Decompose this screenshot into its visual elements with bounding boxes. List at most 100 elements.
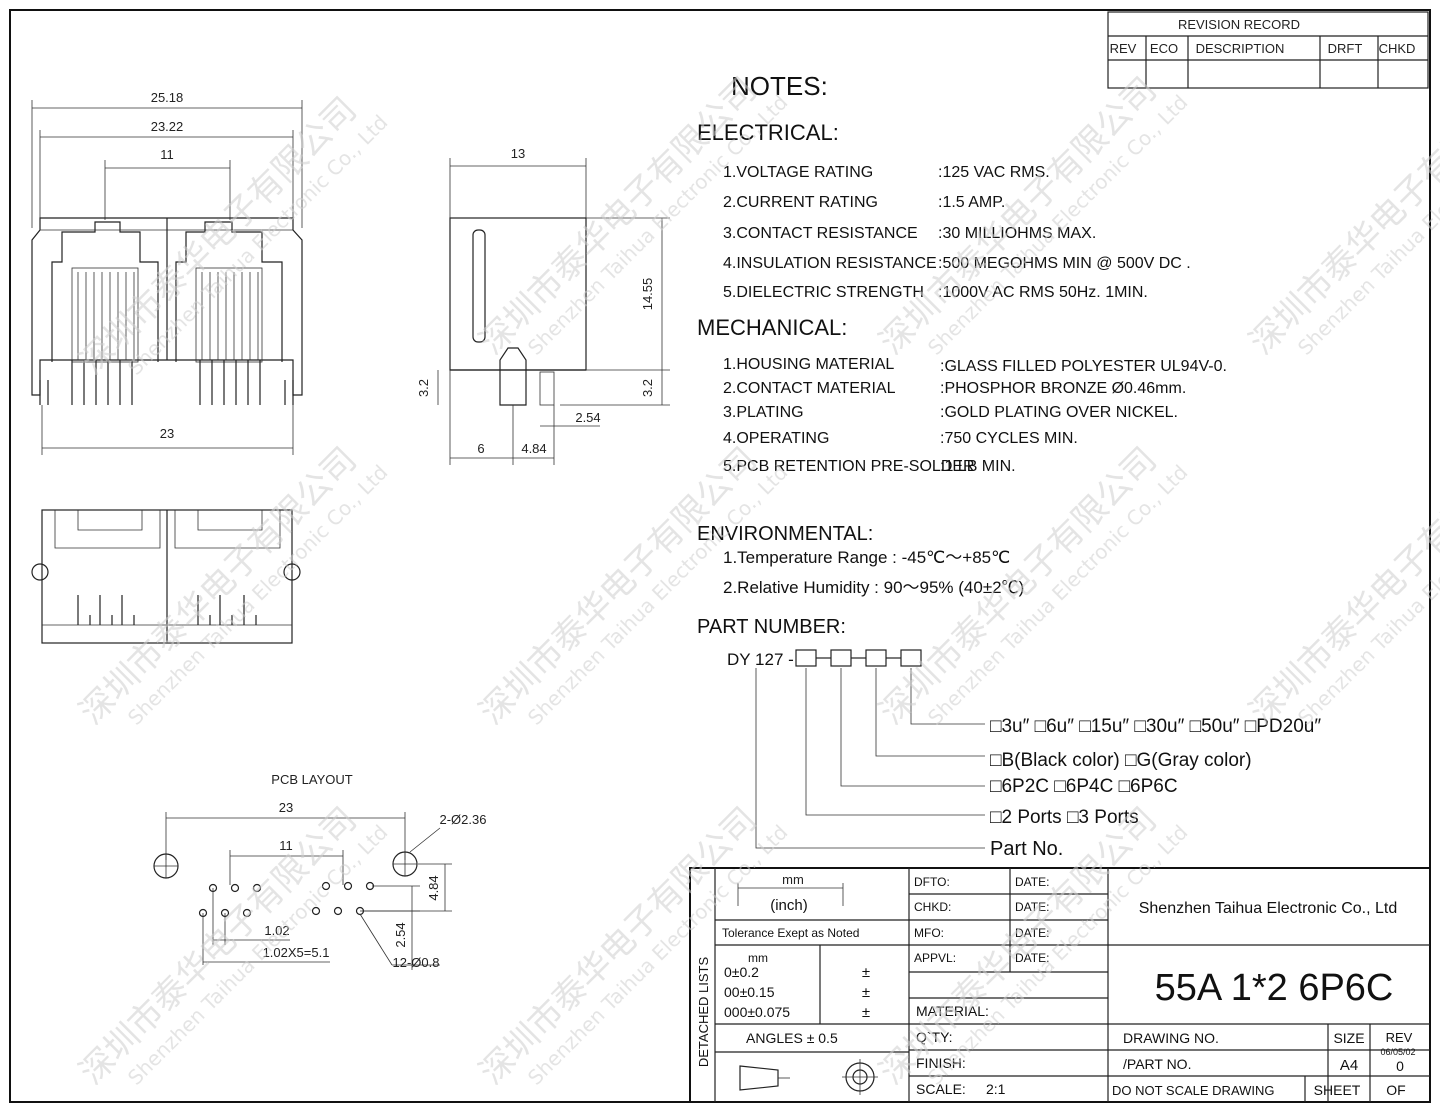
mechanical-label-4: 4.OPERATING [723, 430, 829, 447]
pcb-dim-1-02: 1.02 [264, 923, 289, 938]
watermark-en-11: Shenzhen Taihua Electronic Co., Ltd [923, 820, 1192, 1089]
rev-date: 06/05/02 [1380, 1047, 1415, 1057]
electrical-value-1: :125 VAC RMS. [938, 164, 1050, 181]
tolerance-row-1: 0±0.2 [724, 964, 759, 980]
mechanical-label-3: 3.PLATING [723, 404, 804, 421]
rev-header: REV [1110, 41, 1137, 56]
pcb-dim-4-84: 4.84 [426, 875, 441, 900]
watermark-cn-5: 深圳市泰华电子有限公司 [72, 440, 365, 733]
size-value: A4 [1340, 1057, 1358, 1074]
pcb-dim-11: 11 [279, 838, 293, 853]
drawing-no-label: DRAWING NO. [1123, 1030, 1219, 1046]
electrical-value-4: :500 MEGOHMS MIN @ 500V DC . [938, 255, 1191, 272]
dim-23-22: 23.22 [151, 119, 184, 134]
eco-header: ECO [1150, 41, 1178, 56]
front-view: 25.18 23.22 11 [31, 90, 303, 455]
revision-title: REVISION RECORD [1178, 17, 1300, 32]
dim-13: 13 [511, 146, 525, 161]
dim-6: 6 [477, 441, 484, 456]
unit-inch: (inch) [770, 897, 808, 914]
dim-23: 23 [160, 426, 174, 441]
mechanical-label-5: 5.PCB RETENTION PRE-SOLDER [723, 458, 975, 475]
pcb-dim-23: 23 [279, 800, 293, 815]
mechanical-value-2: :PHOSPHOR BRONZE Ø0.46mm. [940, 380, 1186, 397]
rev-label: REV [1386, 1030, 1413, 1045]
dim-3-2-left: 3.2 [416, 379, 431, 397]
electrical-value-2: :1.5 AMP. [938, 194, 1005, 211]
date-1: DATE: [1015, 875, 1049, 889]
field-dfto: DFTO: [914, 875, 950, 889]
code-box-1 [795, 649, 817, 667]
unit-mm: mm [782, 872, 804, 887]
mechanical-label-1: 1.HOUSING MATERIAL [723, 356, 894, 373]
finish-label: FINISH: [916, 1055, 966, 1071]
rev-value: 0 [1396, 1058, 1404, 1074]
pcb-dim-2-54: 2.54 [393, 922, 408, 947]
mechanical-value-3: :GOLD PLATING OVER NICKEL. [940, 404, 1178, 421]
bottom-view [31, 509, 301, 644]
product-name: 55A 1*2 6P6C [1155, 967, 1394, 1009]
part-no-label: Part No. [990, 838, 1063, 860]
part-no-field: /PART NO. [1123, 1056, 1191, 1072]
chkd-header: CHKD [1379, 41, 1416, 56]
color-options: □B(Black color) □G(Gray color) [990, 750, 1252, 771]
electrical-label-4: 4.INSULATION RESISTANCE [723, 255, 937, 272]
watermark-cn-6: 深圳市泰华电子有限公司 [472, 440, 765, 733]
port-options: □2 Ports □3 Ports [990, 807, 1139, 828]
projection-cone-icon [739, 1065, 779, 1091]
mechanical-heading: MECHANICAL: [697, 315, 847, 340]
electrical-heading: ELECTRICAL: [697, 120, 839, 145]
pcb-layout-title: PCB LAYOUT [271, 772, 352, 787]
tolerance-row-2: 00±0.15 [724, 984, 775, 1000]
description-header: DESCRIPTION [1196, 41, 1285, 56]
electrical-label-1: 1.VOLTAGE RATING [723, 164, 873, 181]
material-label: MATERIAL: [916, 1003, 989, 1019]
electrical-value-3: :30 MILLIOHMS MAX. [938, 225, 1096, 242]
qty-label: Q`TY: [916, 1029, 953, 1045]
date-4: DATE: [1015, 951, 1049, 965]
contact-options: □6P2C □6P4C □6P6C [990, 776, 1178, 797]
pcb-layout: PCB LAYOUT 23 11 2-Ø2.36 4.84 1.02 [153, 772, 487, 970]
code-box-3 [865, 649, 887, 667]
environmental-item-1: 1.Temperature Range : -45℃～+85℃ [723, 548, 1010, 567]
detached-lists-label: DETACHED LISTS [696, 957, 711, 1068]
dim-11: 11 [160, 147, 174, 162]
electrical-value-5: :1000V AC RMS 50Hz. 1MIN. [938, 284, 1148, 301]
pcb-dim-5-1: 1.02X5=5.1 [263, 945, 330, 960]
watermark-cn-10: 深圳市泰华电子有限公司 [472, 800, 765, 1093]
watermark-cn-3: 深圳市泰华电子有限公司 [872, 70, 1165, 363]
watermark-en-5: Shenzhen Taihua Electronic Co., Ltd [123, 460, 392, 729]
sheet-label: SHEET [1314, 1082, 1361, 1098]
code-box-2 [830, 649, 852, 667]
dim-2-54: 2.54 [575, 410, 600, 425]
code-box-4 [900, 649, 922, 667]
company-name: Shenzhen Taihua Electronic Co., Ltd [1139, 900, 1398, 917]
date-3: DATE: [1015, 926, 1049, 940]
mechanical-value-4: :750 CYCLES MIN. [940, 430, 1078, 447]
scale-label: SCALE: [916, 1081, 966, 1097]
tolerance-mm: mm [748, 951, 768, 965]
pcb-dim-2-236: 2-Ø2.36 [440, 812, 487, 827]
revision-record-table: REVISION RECORD REV ECO DESCRIPTION DRFT… [1107, 11, 1429, 89]
tolerance-label: Tolerance Exept as Noted [722, 926, 859, 940]
mechanical-value-5: :1 LB MIN. [940, 458, 1016, 475]
drft-header: DRFT [1328, 41, 1363, 56]
dim-25-18: 25.18 [151, 90, 184, 105]
part-code: DY 127 - [727, 650, 794, 669]
angles-label: ANGLES ± 0.5 [746, 1030, 838, 1046]
of-label: OF [1386, 1082, 1405, 1098]
field-mfo: MFO: [914, 926, 944, 940]
notes-title: NOTES: [731, 71, 828, 101]
dim-4-84: 4.84 [521, 441, 546, 456]
tolerance-pm-3: ± [862, 1004, 870, 1021]
electrical-label-3: 3.CONTACT RESISTANCE [723, 225, 918, 242]
environmental-item-2: 2.Relative Humidity : 90～95% (40±2℃) [723, 578, 1024, 597]
date-2: DATE: [1015, 900, 1049, 914]
dim-14-55: 14.55 [640, 278, 655, 311]
mechanical-value-1: :GLASS FILLED POLYESTER UL94V-0. [940, 358, 1227, 375]
tolerance-row-3: 000±0.075 [724, 1004, 790, 1020]
notes-section: NOTES: ELECTRICAL: 1.VOLTAGE RATING :125… [697, 71, 1227, 638]
watermark-en-9: Shenzhen Taihua Electronic Co., Ltd [123, 820, 392, 1089]
size-label: SIZE [1333, 1030, 1364, 1046]
